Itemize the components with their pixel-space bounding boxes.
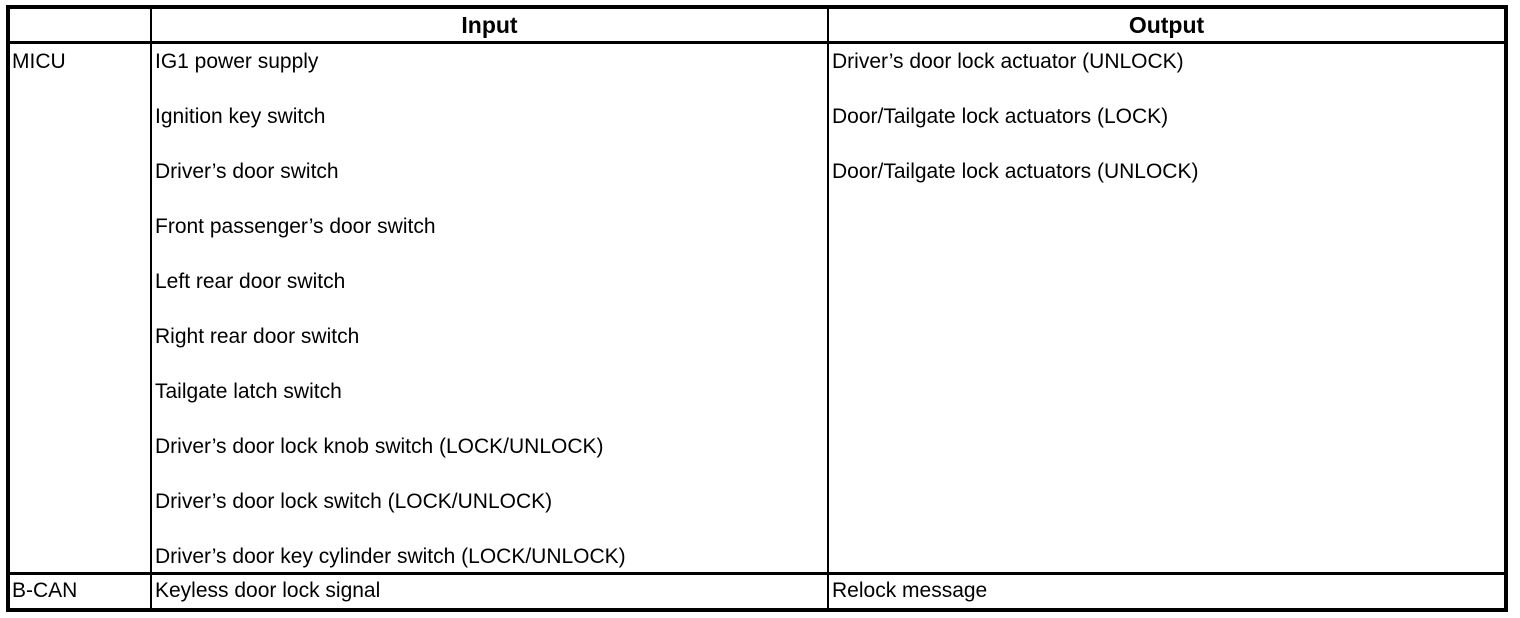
input-item: Left rear door switch: [155, 270, 346, 293]
output-item: Door/Tailgate lock actuators (LOCK): [832, 105, 1169, 128]
input-item: Driver’s door key cylinder switch (LOCK/…: [155, 545, 626, 568]
row-source-micu: MICU: [10, 44, 152, 575]
input-item: Driver’s door lock switch (LOCK/UNLOCK): [155, 490, 553, 513]
output-item: Door/Tailgate lock actuators (UNLOCK): [832, 160, 1199, 183]
input-item: Driver’s door lock knob switch (LOCK/UNL…: [155, 435, 604, 458]
input-item: Right rear door switch: [155, 325, 360, 348]
input-item: Front passenger’s door switch: [155, 215, 436, 238]
bcan-output-cell: Relock message: [829, 575, 1504, 608]
input-item: Driver’s door switch: [155, 160, 339, 183]
header-cell-output: Output: [829, 9, 1504, 44]
input-item: IG1 power supply: [155, 50, 319, 73]
bcan-input-cell: Keyless door lock signal: [152, 575, 829, 608]
input-item: Tailgate latch switch: [155, 380, 342, 403]
output-item: Relock message: [832, 579, 988, 602]
header-cell-input: Input: [152, 9, 829, 44]
output-item: Driver’s door lock actuator (UNLOCK): [832, 50, 1184, 73]
input-item: Ignition key switch: [155, 105, 326, 128]
input-item: Keyless door lock signal: [155, 579, 381, 602]
micu-output-cell: Driver’s door lock actuator (UNLOCK) Door…: [829, 44, 1504, 575]
row-source-bcan: B-CAN: [10, 575, 152, 608]
header-cell-source: [10, 9, 152, 44]
